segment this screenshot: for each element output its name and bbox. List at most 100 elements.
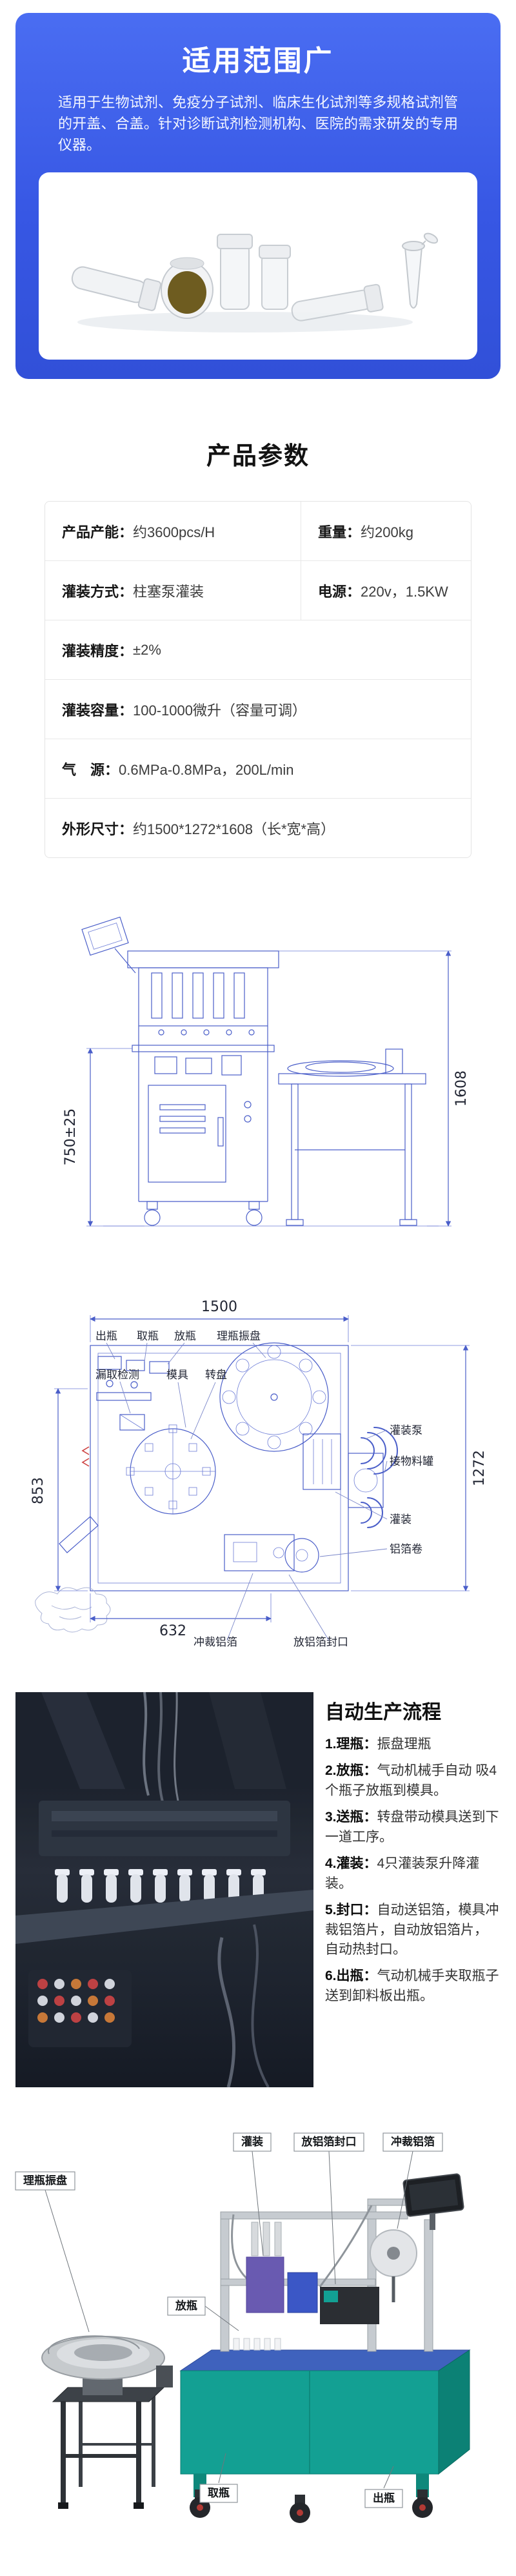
- param-label: 电源：: [318, 583, 361, 600]
- process-step-2: 2.放瓶：气动机械手自动 吸4个瓶子放瓶到模具。: [325, 1761, 501, 1801]
- step-label: 2.放瓶：: [325, 1763, 377, 1779]
- label-louqujiance: 漏取检测: [95, 1369, 139, 1382]
- step-text: 气动机械手夹取瓶子送到卸料板出瓶。: [325, 1968, 499, 2003]
- top-view-drawing: 1500 1272 853 632 出瓶 取瓶: [30, 1299, 488, 1649]
- process-step-1: 1.理瓶：振盘理瓶: [325, 1735, 501, 1754]
- front-view-drawing: 1608 750±25: [63, 916, 470, 1227]
- process-title: 自动生产流程: [325, 1702, 441, 1723]
- label-fanglvbofengkou-3d: 放铝箔封口: [293, 2132, 364, 2285]
- label-fangping-3d: 放瓶: [167, 2296, 239, 2331]
- param-row: 产品产能： 约3600pcs/H 重量： 约200kg: [45, 502, 471, 561]
- param-cell: 气 源： 0.6MPa-0.8MPa，200L/min: [45, 739, 471, 798]
- dim-853-text: 853: [30, 1477, 46, 1504]
- cap-rack: [37, 1979, 115, 2023]
- step-text: 振盘理瓶: [377, 1737, 432, 1752]
- label-chuping: 出瓶: [95, 1330, 117, 1343]
- label-lvbojuan: 铝箔卷: [390, 1543, 422, 1556]
- step-label: 6.出瓶：: [325, 1968, 377, 1984]
- standing-vial-2: [259, 245, 291, 310]
- label-moju: 模具: [166, 1369, 188, 1382]
- param-value: 0.6MPa-0.8MPa，200L/min: [119, 761, 294, 778]
- step-text: 转盘带动模具送到下一道工序。: [325, 1810, 499, 1845]
- dim-height-text: 1608: [453, 1070, 470, 1107]
- param-cell: 电源： 220v，1.5KW: [301, 561, 471, 620]
- hero-section: 适用范围广 适用于生物试剂、免疫分子试剂、临床生化试剂等多规格试剂管的开盖、合盖…: [15, 13, 501, 379]
- process-step-3: 3.送瓶：转盘带动模具送到下一道工序。: [325, 1808, 501, 1847]
- dim-632-text: 632: [159, 1623, 186, 1639]
- machine-3d-render: 理瓶振盘 灌装 放铝箔封口 冲裁铝箔 放瓶: [15, 2132, 471, 2523]
- vibration-bowl: [41, 2335, 173, 2395]
- param-cell: 灌装容量： 100-1000微升（容量可调）: [45, 680, 471, 739]
- param-cell: 灌装方式： 柱塞泵灌装: [45, 561, 301, 620]
- params-title: 产品参数: [206, 443, 310, 470]
- label-fangping: 放瓶: [174, 1330, 196, 1343]
- technical-drawings-section: 1608 750±25: [0, 892, 516, 1652]
- param-value: 约1500*1272*1608（长*宽*高）: [133, 821, 335, 837]
- label-quping-3d: 取瓶: [199, 2453, 238, 2503]
- product-params-section: 产品参数 产品产能： 约3600pcs/H 重量： 约200kg 灌装方式： 柱…: [0, 379, 516, 858]
- dimension-853: 853: [30, 1388, 88, 1591]
- svg-text:放瓶: 放瓶: [175, 2299, 197, 2313]
- dimension-1500: 1500: [90, 1299, 349, 1342]
- process-section: 自动生产流程 1.理瓶：振盘理瓶 2.放瓶：气动机械手自动 吸4个瓶子放瓶到模具…: [0, 1692, 516, 2090]
- lying-vial: [71, 266, 162, 311]
- side-table-front: [278, 1048, 426, 1226]
- param-label: 重量：: [318, 524, 361, 540]
- svg-text:冲裁铝箔: 冲裁铝箔: [391, 2135, 435, 2149]
- product-photo-card: [39, 172, 477, 360]
- microcentrifuge-tube: [402, 232, 439, 309]
- param-cell: 产品产能： 约3600pcs/H: [45, 502, 301, 560]
- param-row: 灌装精度： ±2%: [45, 620, 471, 680]
- svg-text:取瓶: 取瓶: [208, 2486, 230, 2500]
- machine-photo: [15, 1692, 313, 2088]
- bowl-stand: [52, 2387, 165, 2509]
- step-text: 自动送铝箔，模具冲裁铝箔片，自动放铝箔片，自动热封口。: [325, 1903, 499, 1957]
- param-cell: 外形尺寸： 约1500*1272*1608（长*宽*高）: [45, 799, 471, 857]
- step-text: 4只灌装泵升降灌装。: [325, 1856, 480, 1891]
- process-step-4: 4.灌装：4只灌装泵升降灌装。: [325, 1854, 501, 1894]
- step-label: 5.封口：: [325, 1903, 377, 1918]
- param-row: 外形尺寸： 约1500*1272*1608（长*宽*高）: [45, 799, 471, 857]
- dimension-750: 750±25: [63, 1048, 144, 1227]
- dimension-1272: 1272: [351, 1345, 488, 1591]
- process-photo-wrap: [15, 1692, 313, 2090]
- lying-tube: [291, 283, 384, 322]
- filling-mechanism: [231, 2205, 417, 2351]
- revision-sketch: [35, 1587, 111, 1633]
- param-row: 气 源： 0.6MPa-0.8MPa，200L/min: [45, 739, 471, 799]
- param-label: 灌装方式：: [62, 583, 134, 600]
- plan-labels: 出瓶 取瓶 放瓶 理瓶振盘 漏取检测 模具 转盘 灌装泵 接物料罐 灌装: [95, 1330, 433, 1649]
- label-chongcailvbo: 冲裁铝箔: [194, 1636, 237, 1649]
- param-cell: 重量： 约200kg: [301, 502, 471, 560]
- machine-render-section: 理瓶振盘 灌装 放铝箔封口 冲裁铝箔 放瓶: [0, 2118, 516, 2576]
- dim-left-text: 750±25: [63, 1109, 79, 1165]
- param-label: 产品产能：: [62, 524, 134, 540]
- process-steps: 自动生产流程 1.理瓶：振盘理瓶 2.放瓶：气动机械手自动 吸4个瓶子放瓶到模具…: [325, 1692, 501, 2013]
- standing-vial-1: [217, 234, 253, 310]
- vial-row: [55, 1869, 266, 1903]
- svg-text:理瓶振盘: 理瓶振盘: [23, 2174, 67, 2187]
- param-row: 灌装容量： 100-1000微升（容量可调）: [45, 680, 471, 739]
- param-label: 灌装容量：: [62, 702, 134, 719]
- dim-width-text: 1500: [201, 1299, 237, 1315]
- param-value: 220v，1.5KW: [361, 583, 448, 600]
- hmi-monitor: [402, 2173, 464, 2217]
- hmi-monitor-front: [81, 916, 136, 974]
- param-row: 灌装方式： 柱塞泵灌装 电源： 220v，1.5KW: [45, 561, 471, 620]
- param-value: ±2%: [133, 641, 161, 658]
- param-value: 柱塞泵灌装: [133, 583, 204, 600]
- process-step-6: 6.出瓶：气动机械手夹取瓶子送到卸料板出瓶。: [325, 1967, 501, 2006]
- product-photo: [71, 232, 439, 332]
- param-value: 约3600pcs/H: [133, 524, 215, 540]
- svg-text:灌装: 灌装: [241, 2135, 263, 2149]
- hero-title: 适用范围广: [182, 45, 334, 77]
- label-jiewuliaoguan: 接物料罐: [390, 1455, 433, 1468]
- dimension-632: 632: [90, 1593, 272, 1639]
- dim-depth-text: 1272: [471, 1450, 488, 1486]
- label-zhuanpan: 转盘: [205, 1369, 227, 1382]
- step-label: 3.送瓶：: [325, 1810, 377, 1825]
- param-value: 约200kg: [361, 524, 413, 540]
- param-label: 气 源：: [62, 761, 119, 778]
- label-guanzhuang: 灌装: [390, 1513, 412, 1526]
